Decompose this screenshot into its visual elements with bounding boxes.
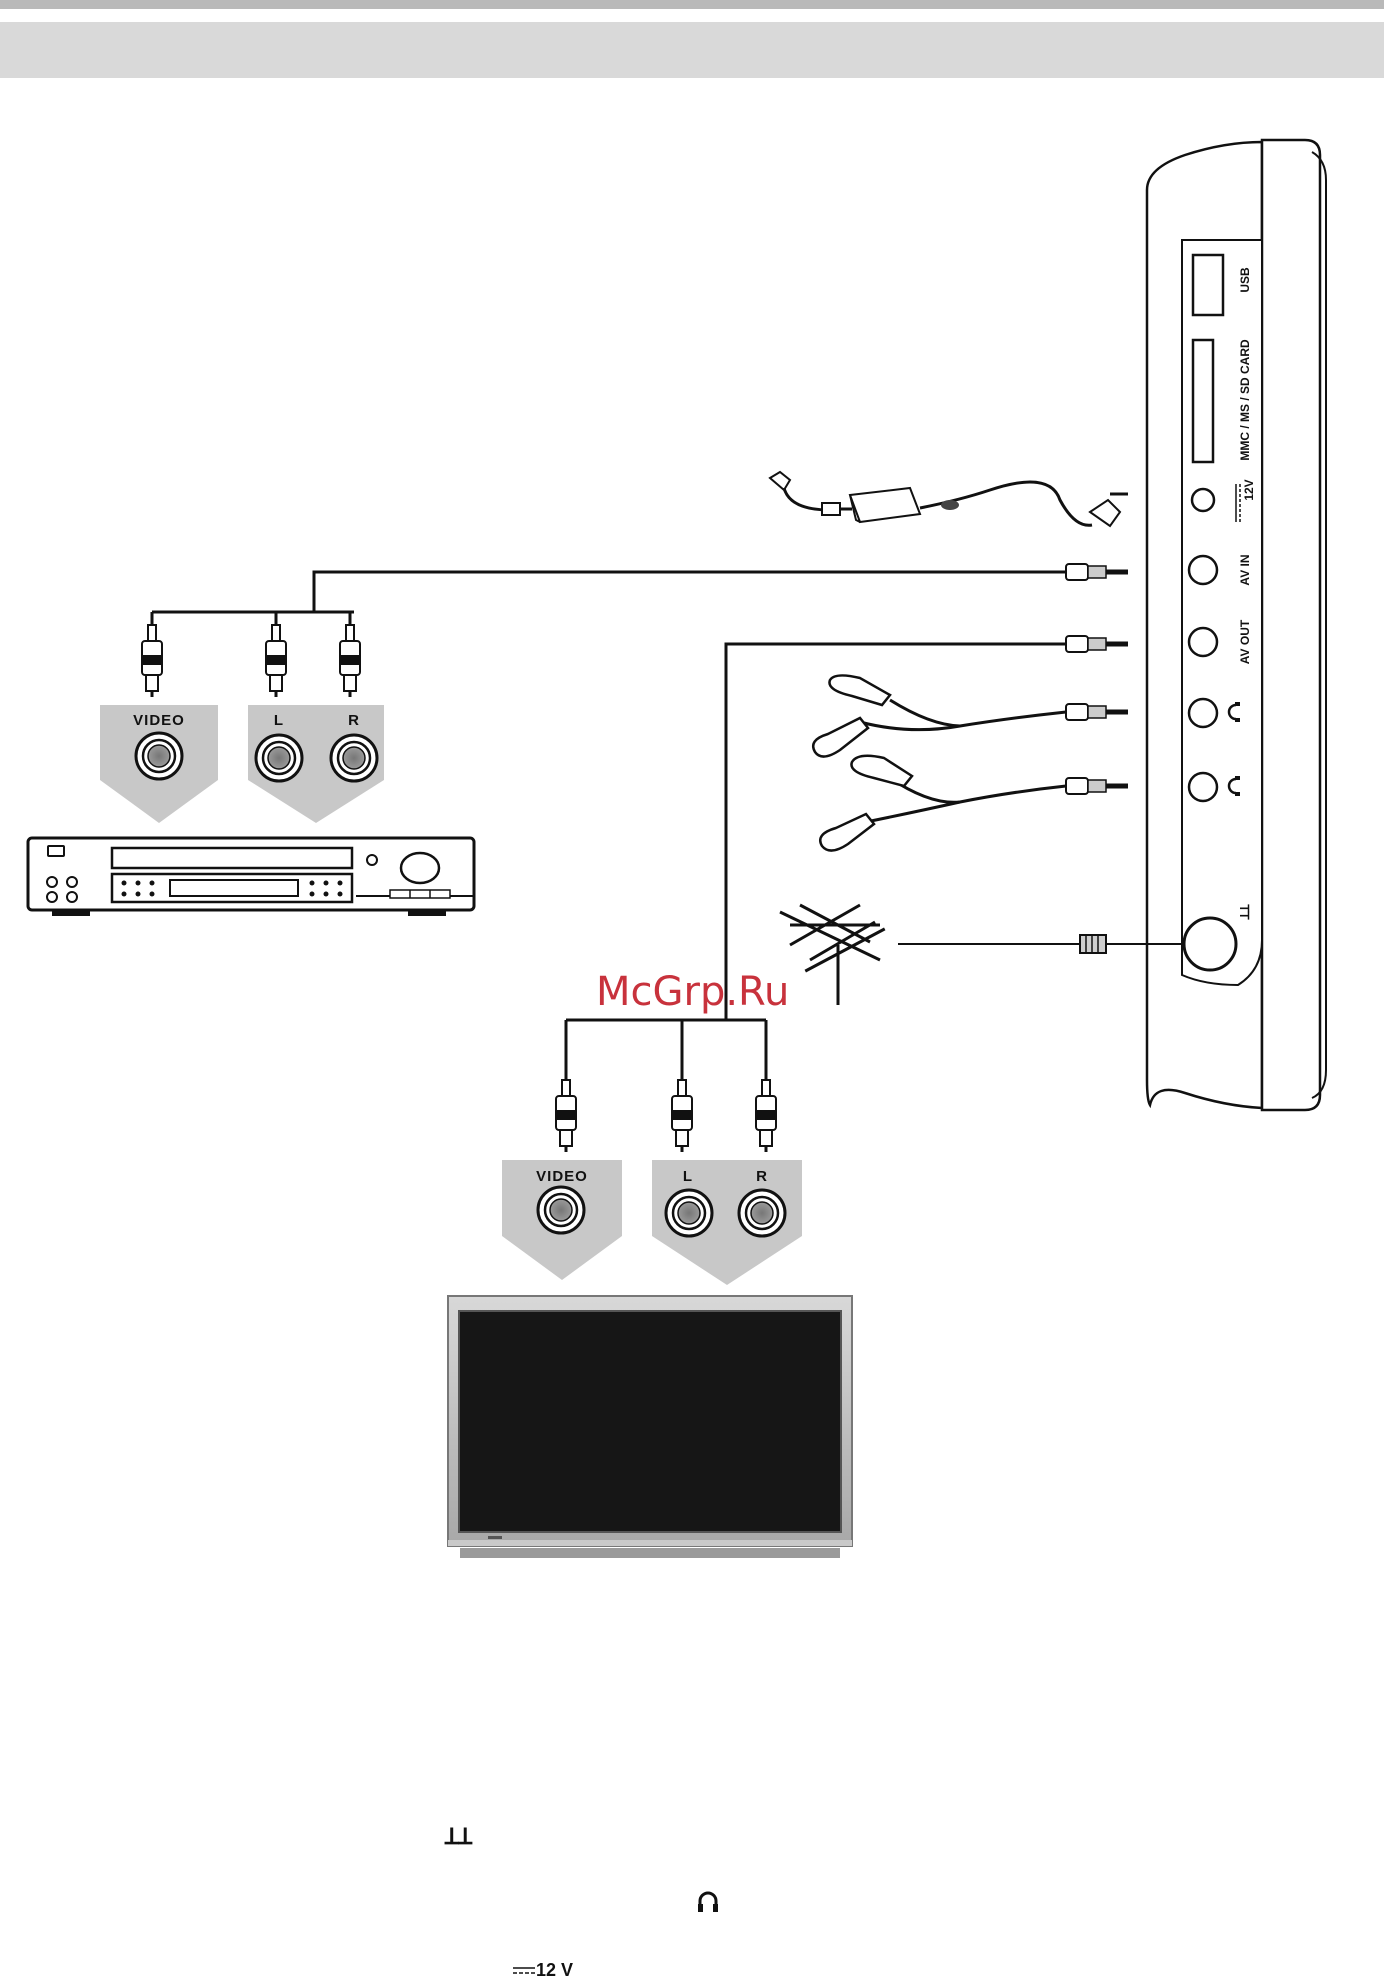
tv-rca-plugs <box>556 1080 776 1152</box>
tv-right-label: R <box>756 1168 768 1185</box>
av-in-label: AV IN <box>1238 554 1252 585</box>
dc-label-text: 12V <box>1242 479 1256 500</box>
tv-video-socket-panel: VIDEO <box>502 1160 622 1280</box>
rca-plug-video <box>556 1080 576 1152</box>
vcr-audio-socket-panel: L R <box>248 705 384 823</box>
antenna <box>780 905 1184 1005</box>
headphone-jack-1 <box>1189 699 1217 727</box>
header-band <box>0 22 1384 78</box>
power-adapter <box>770 472 1128 526</box>
headphone-jack-2 <box>1189 773 1217 801</box>
footer-dc-text: 12 V <box>536 1960 573 1980</box>
vcr-right-label: R <box>348 712 360 729</box>
rca-plug-left <box>672 1080 692 1152</box>
rca-plug-video <box>142 625 162 697</box>
av-out-label: AV OUT <box>1238 619 1252 664</box>
earphones-1 <box>813 675 1128 756</box>
usb-label: USB <box>1238 267 1252 293</box>
antenna-port-label: ꓕꓕ <box>1238 904 1252 920</box>
dc-jack <box>1192 489 1214 511</box>
vcr-video-label: VIDEO <box>133 712 185 729</box>
rca-plug-left <box>266 625 286 697</box>
av-in-jack <box>1189 556 1217 584</box>
av-out-minijack <box>1066 636 1128 652</box>
rca-plug-right <box>756 1080 776 1152</box>
tv-audio-socket-panel: L R <box>652 1160 802 1285</box>
headphone-icon <box>697 1890 719 1919</box>
television <box>448 1296 852 1558</box>
card-slot <box>1193 340 1213 462</box>
top-rule <box>0 0 1384 9</box>
vcr-video-socket-panel: VIDEO <box>100 705 218 823</box>
watermark: McGrp.Ru <box>596 969 789 1015</box>
card-label: MMC / MS / SD CARD <box>1238 339 1252 461</box>
footer-dc-label: 12 V <box>512 1960 573 1981</box>
tv-left-label: L <box>683 1168 693 1185</box>
portable-player: USB MMC / MS / SD CARD 12V AV IN AV OUT … <box>1147 140 1326 1110</box>
antenna-jack <box>1184 918 1236 970</box>
earphones-2 <box>820 756 1128 851</box>
av-in-minijack <box>1066 564 1128 580</box>
av-out-jack <box>1189 628 1217 656</box>
av-in-cable <box>152 564 1128 625</box>
vcr-player <box>28 838 474 916</box>
vcr-rca-plugs <box>142 625 360 697</box>
footer-antenna-symbol: ꓕꓕ <box>445 1824 472 1850</box>
rca-plug-right <box>340 625 360 697</box>
vcr-left-label: L <box>274 712 284 729</box>
usb-port <box>1193 255 1223 315</box>
tv-video-label: VIDEO <box>536 1168 588 1185</box>
